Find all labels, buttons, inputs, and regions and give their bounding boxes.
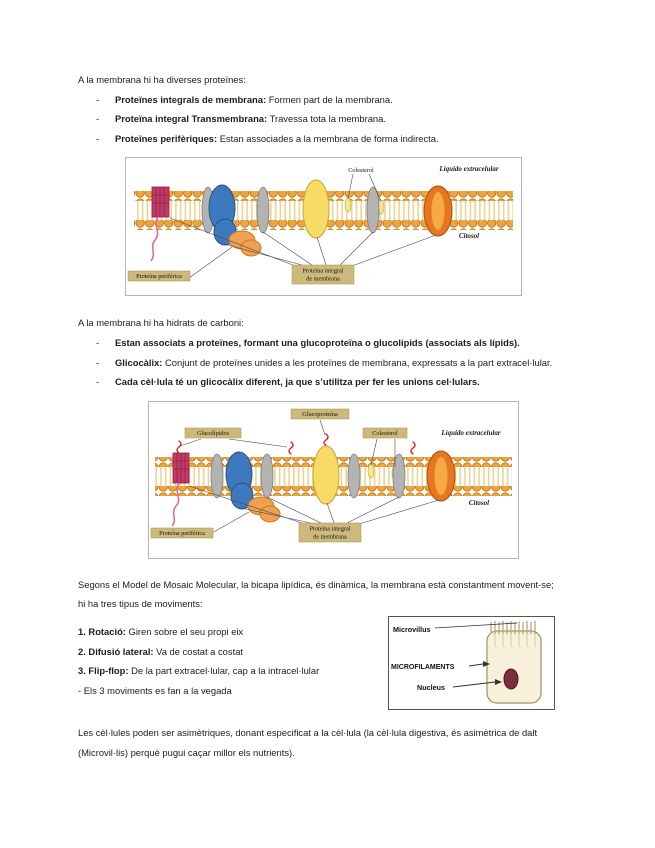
bullet-dash: - [96,93,100,105]
bullet-text: Proteïnes perifèriques: Estan associades… [115,129,439,149]
bullet-item: - Estan associats a proteïnes, formant u… [78,333,655,353]
microfilament-roots [494,633,536,647]
mosaic-paragraph-line-1: Segons el Model de Mosaic Molecular, la … [78,578,554,590]
carbohydrate-chains [176,433,416,455]
pink-protein-chain [171,482,180,527]
pink-protein-chain [150,216,159,262]
bullet-text: Proteïnes integrals de membrana: Formen … [115,90,393,110]
asymmetry-line-1: Les cèl·lules poden ser asimètriques, do… [78,726,538,738]
movement-item: - Els 3 moviments es fan a la vegada [78,684,232,696]
svg-text:Proteína integral: Proteína integral [309,525,350,532]
membrane-diagram-1: Colesterol Líquido extracelular Citosol … [127,165,513,285]
blue-integral-protein [225,451,254,510]
bullet-item: - Proteïnes integrals de membrana: Forme… [78,90,655,110]
bullet-lead: Proteïnes perifèriques: [115,132,218,144]
bullet-item: - Glicocàlix: Conjunt de proteïnes unide… [78,353,655,373]
svg-text:de membrana: de membrana [306,276,340,283]
intro-heading: A la membrana hi ha diverses proteïnes: [78,74,246,85]
microvillus-pointer-line [434,622,518,629]
movement-item: 3. Flip-flop: De la part extracel·lular,… [78,665,320,677]
label-glucolipids: Glucolípidos [184,427,242,438]
mosaic-model-section: Segons el Model de Mosaic Molecular, la … [78,575,655,710]
movement-item: 2. Difusió lateral: Va de costat a costa… [78,645,244,657]
peripheral-protein [247,496,281,523]
svg-text:Colesterol: Colesterol [372,430,398,437]
leader-lines [169,174,437,279]
svg-text:Proteína periférica: Proteína periférica [159,530,205,537]
label-microvillus: Microvillus [393,625,431,634]
label-microfilaments: MICROFILAMENTS [391,664,455,671]
bullet-rest: Formen part de la membrana. [266,93,393,105]
yellow-integral-protein [302,179,330,239]
gray-transmembrane-proteins [210,453,406,499]
bullet-dash: - [96,336,100,348]
bullet-lead: Estan associats a proteïnes, formant una… [115,336,520,348]
microfilaments-arrow [468,660,490,667]
cell-body [486,620,542,704]
leader-lines [179,419,440,534]
label-colesterol: Colesterol [362,427,408,438]
nucleus [503,668,519,690]
bullet-lead: Glicocàlix: [115,356,163,368]
microvillus-diagram: Microvillus MICROFILAMENTS Nucleus [391,620,542,704]
svg-text:Proteína integral: Proteína integral [302,268,343,275]
svg-text:Proteína periférica: Proteína periférica [136,273,182,280]
bullet-lead: Proteïnes integrals de membrana: [115,93,267,105]
bullet-rest: Conjunt de proteïnes unides a les proteï… [162,356,553,368]
bullet-text: Estan associats a proteïnes, formant una… [115,333,520,353]
bullet-rest: Estan associades a la membrana de forma … [217,132,439,144]
magenta-channel-protein [171,452,190,527]
document-page: A la membrana hi ha diverses proteïnes: … [78,74,655,762]
bullet-text: Glicocàlix: Conjunt de proteïnes unides … [115,353,552,373]
label-citosol: Citosol [469,499,489,507]
label-citosol: Citosol [459,232,479,240]
label-integral-protein: Proteína integral de membrana [298,522,362,542]
bullet-dash: - [96,113,100,125]
bullet-dash: - [96,356,100,368]
bullet-dash: - [96,132,100,144]
label-glucoproteina: Glucoproteína [290,408,350,419]
label-peripheral-protein: Proteína periférica [150,527,214,538]
svg-text:de membrana: de membrana [313,533,347,540]
carbohydrates-bullet-list: - Estan associats a proteïnes, formant u… [78,333,655,392]
proteins-bullet-list: - Proteïnes integrals de membrana: Forme… [78,90,655,149]
bullet-lead: Cada cèl·lula té un glicocàlix diferent,… [115,376,480,388]
membrane-figure-2: Glucolípidos Glucoproteína Colesterol Lí… [148,400,519,559]
peripheral-protein [228,230,262,257]
movements-list: 1. Rotació: Giren sobre el seu propi eix… [78,622,388,700]
label-extracellular-liquid: Líquido extracelular [438,165,499,173]
yellow-glucoprotein [312,445,340,505]
bullet-item: - Proteïnes perifèriques: Estan associad… [78,129,655,149]
movement-item: 1. Rotació: Giren sobre el seu propi eix [78,625,244,637]
bullet-text: Cada cèl·lula té un glicocàlix diferent,… [115,372,480,392]
label-integral-protein: Proteína integral de membrana [291,265,355,285]
microvillus-figure: Microvillus MICROFILAMENTS Nucleus [388,615,555,710]
svg-text:Glucoproteína: Glucoproteína [302,411,338,418]
bullet-rest: Travessa tota la membrana. [267,113,386,125]
carbohydrates-heading: A la membrana hi ha hidrats de carboni: [78,317,244,329]
bullet-lead: Proteïna integral Transmembrana: [115,113,268,125]
membrane-diagram-2: Glucolípidos Glucoproteína Colesterol Lí… [150,408,512,542]
nucleus-arrow [452,678,502,688]
bullet-item: - Cada cèl·lula té un glicocàlix diferen… [78,372,655,392]
microvilli [490,620,536,634]
label-nucleus: Nucleus [417,683,445,692]
asymmetry-paragraph: Les cèl·lules poden ser asimètriques, do… [78,723,655,762]
asymmetry-line-2: (Microvil·lis) perquè pugui caçar millor… [78,746,295,758]
label-colesterol: Colesterol [348,167,374,174]
label-peripheral-protein: Proteína periférica [127,271,191,282]
bullet-item: - Proteïna integral Transmembrana: Trave… [78,109,655,129]
orange-channel-protein [423,185,453,237]
magenta-channel-protein [150,186,170,262]
orange-channel-protein [426,450,456,502]
bullet-text: Proteïna integral Transmembrana: Travess… [115,109,386,129]
label-extracellular-liquid: Líquido extracelular [440,429,501,437]
svg-text:Glucolípidos: Glucolípidos [197,430,230,437]
mosaic-paragraph-line-2: hi ha tres tipus de moviments: [78,598,203,610]
bullet-dash: - [96,376,100,388]
membrane-figure-1: Colesterol Líquido extracelular Citosol … [125,157,522,297]
